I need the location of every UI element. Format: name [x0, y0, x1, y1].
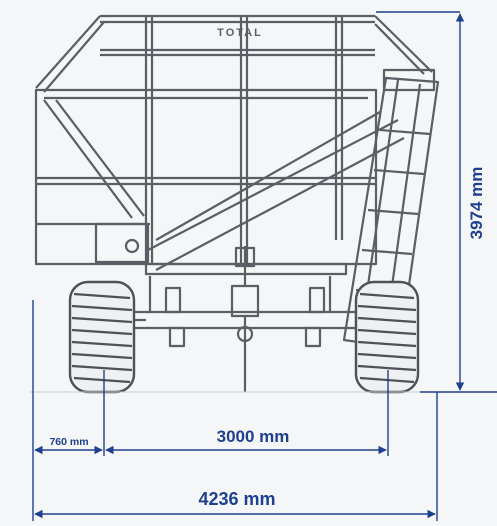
right-tire — [354, 280, 420, 394]
brand-mark: TOTAL — [217, 27, 263, 39]
height-dimension-label: 3974 mm — [467, 167, 486, 240]
overall-width-dimension-label: 4236 mm — [198, 489, 275, 509]
dimension-lines — [32, 11, 497, 521]
left-tire — [68, 280, 136, 394]
tire-width-dimension-label: 760 mm — [49, 436, 88, 448]
track-dimension-label: 3000 mm — [217, 427, 290, 446]
